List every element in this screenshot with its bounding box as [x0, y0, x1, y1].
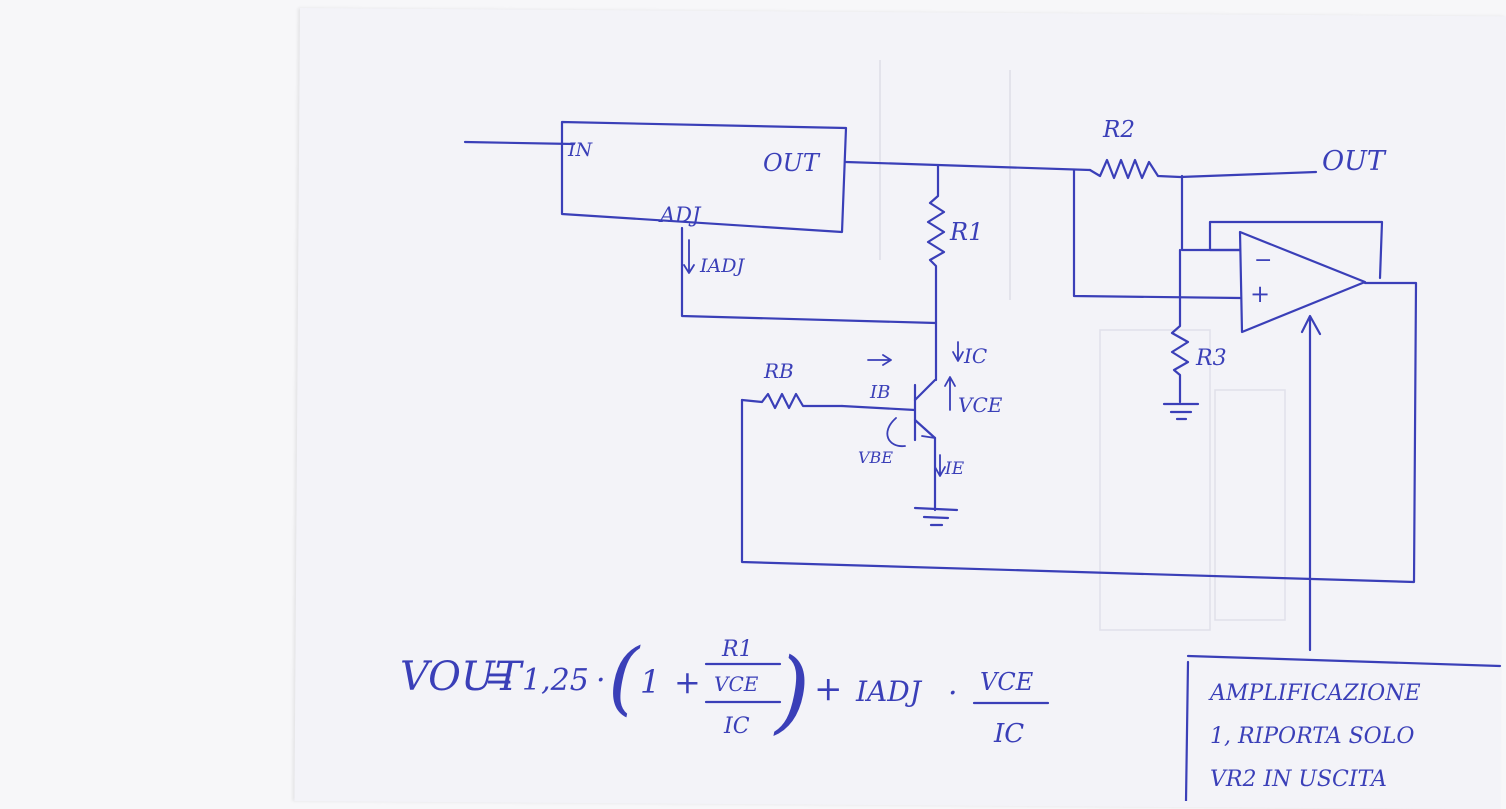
- ic-label: IC: [963, 344, 987, 368]
- formula-frac-top: R1: [721, 637, 753, 662]
- r3-label: R3: [1195, 346, 1227, 371]
- adj-wire: IADJ: [680, 226, 938, 325]
- regulator-in-label: IN: [567, 139, 594, 161]
- r2-label: R2: [1102, 117, 1135, 143]
- r1-label: R1: [949, 218, 983, 246]
- formula-equals: =: [484, 658, 514, 699]
- formula-frac-mid: VCE: [714, 672, 759, 696]
- formula-lhs: VOUT: [400, 654, 525, 700]
- formula-plus: +: [674, 663, 701, 701]
- note-box: AMPLIFICAZIONE 1, RIPORTA SOLO VR2 IN US…: [1184, 654, 1502, 801]
- rb-label: RB: [763, 359, 794, 383]
- output-label: OUT: [1322, 146, 1387, 177]
- vout-formula: VOUT = 1,25 · ( 1 + R1 VCE IC ) + IADJ ·…: [400, 631, 1050, 749]
- output-rail: R2 OUT: [844, 117, 1387, 180]
- opamp-plus-label: +: [1250, 280, 1270, 308]
- opamp-minus-label: −: [1254, 248, 1272, 273]
- op-amp: − + R3: [1072, 168, 1384, 421]
- formula-frac2-top: VCE: [980, 668, 1034, 696]
- vce-label: VCE: [958, 393, 1003, 417]
- formula-term2: IADJ: [855, 675, 923, 708]
- formula-one: 1: [640, 663, 660, 701]
- formula-dot1: ·: [596, 663, 606, 698]
- note-line3: VR2 IN USCITA: [1210, 767, 1387, 792]
- show-through-texture: [879, 60, 1286, 631]
- rb-resistor: RB: [740, 359, 844, 410]
- regulator-adj-label: ADJ: [658, 203, 702, 227]
- formula-dot2: ·: [948, 676, 958, 711]
- formula-paren-close: ): [773, 639, 810, 744]
- formula-constant: 1,25: [522, 663, 589, 698]
- voltage-regulator: IN OUT ADJ: [463, 120, 848, 234]
- formula-paren-open: (: [608, 631, 641, 724]
- vbe-label: VBE: [858, 448, 893, 467]
- r1-resistor: R1: [926, 164, 983, 382]
- formula-frac2-bot: IC: [993, 719, 1024, 749]
- note-line2: 1, RIPORTA SOLO: [1210, 724, 1414, 749]
- regulator-out-label: OUT: [763, 149, 821, 177]
- formula-frac-bot: IC: [723, 714, 750, 739]
- ib-label: IB: [869, 382, 890, 403]
- note-line1: AMPLIFICAZIONE: [1208, 681, 1421, 706]
- formula-plus2: +: [814, 669, 843, 709]
- ie-label: IE: [944, 459, 965, 479]
- bjt-transistor: IC VCE IB VBE IE: [840, 341, 1003, 527]
- i-adj-label: IADJ: [699, 255, 745, 277]
- feedback-wire: [740, 281, 1418, 652]
